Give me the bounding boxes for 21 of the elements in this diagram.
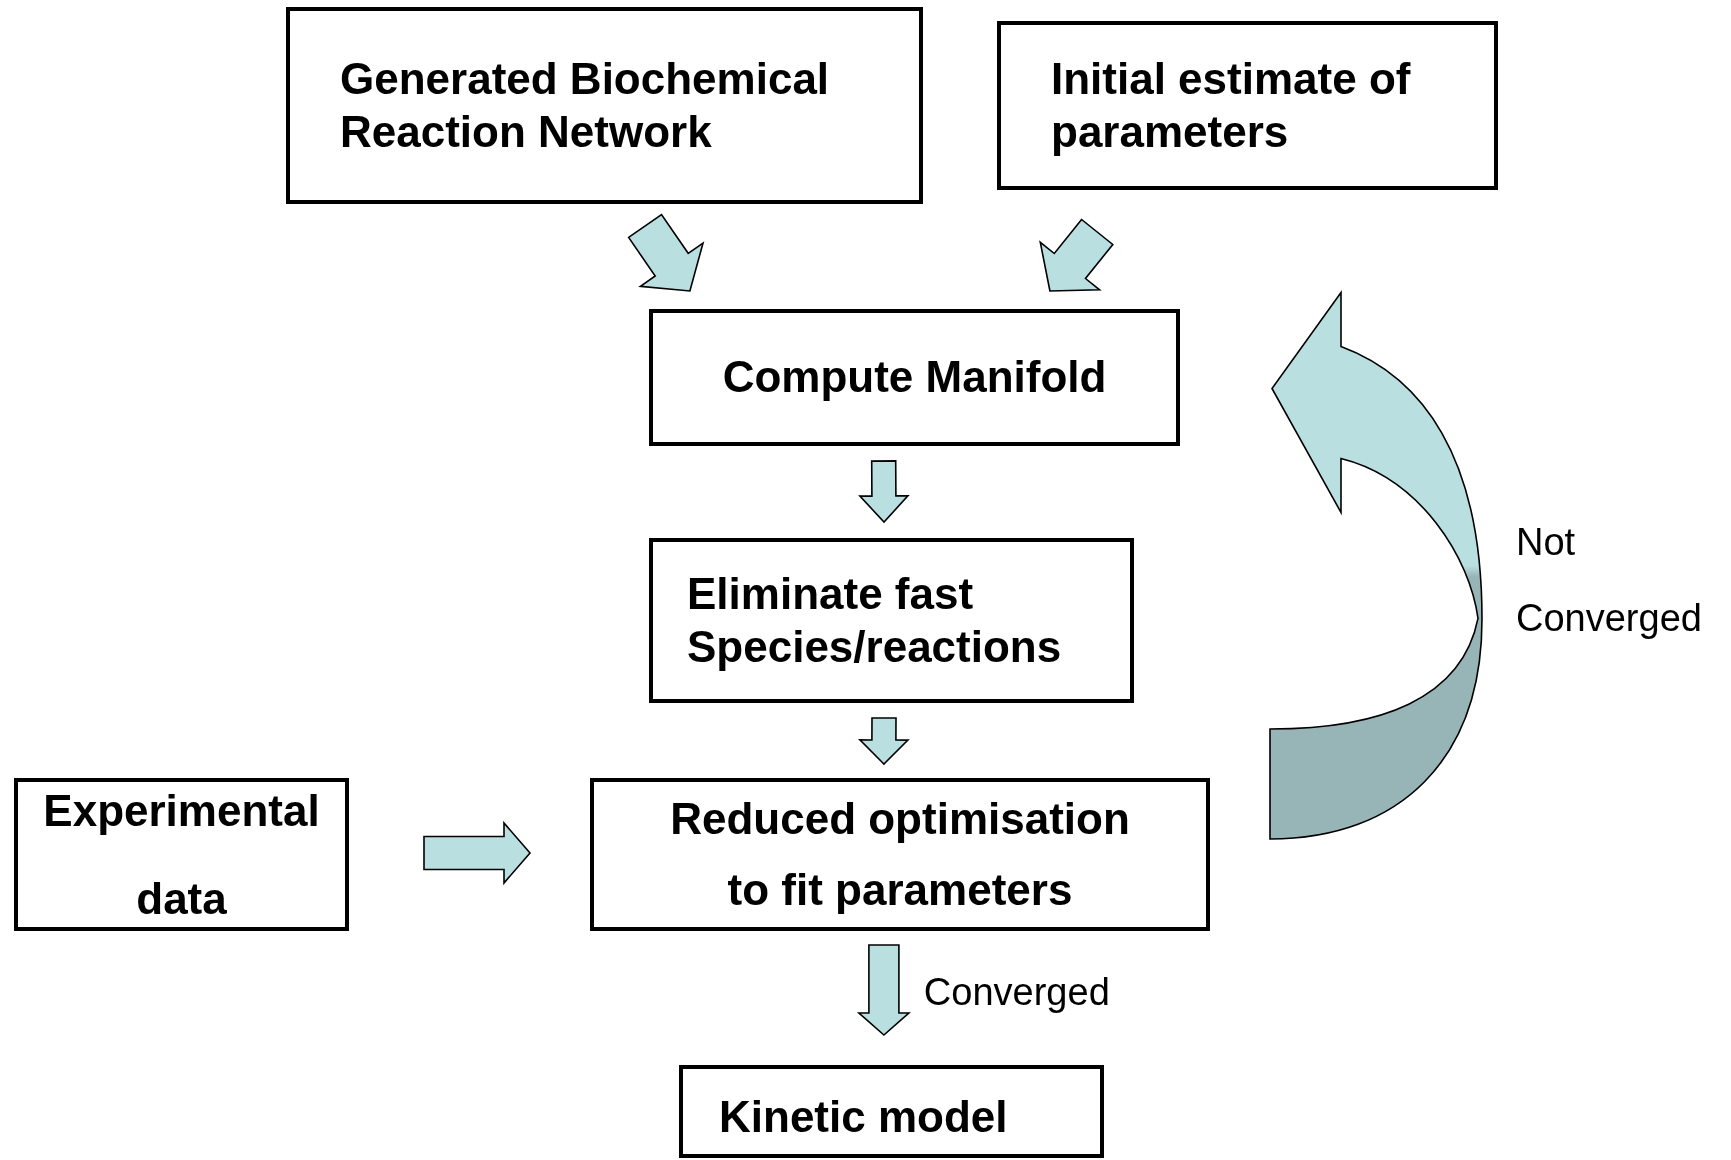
block-arrow <box>857 717 910 766</box>
block-arrow <box>423 820 532 886</box>
process-box <box>679 1065 1104 1158</box>
process-box <box>649 309 1180 446</box>
process-box <box>997 21 1498 190</box>
box-label: Compute Manifold <box>721 351 1108 404</box>
block-arrow <box>856 944 912 1037</box>
block-arrow <box>627 213 705 292</box>
box-label: Initial estimate of parameters <box>1051 52 1412 158</box>
block-arrow <box>858 460 910 524</box>
box-label: Reduced optimisation to fit parameters <box>669 793 1131 916</box>
box-label: Experimental data <box>42 784 321 925</box>
block-arrow <box>1039 218 1114 292</box>
box-label: Generated Biochemical Reaction Network <box>340 52 831 158</box>
box-label: Kinetic model <box>719 1091 1009 1143</box>
box-label: Eliminate fast Species/reactions <box>687 567 1063 673</box>
block-arrow <box>1269 291 1483 840</box>
process-box <box>649 538 1134 703</box>
process-box <box>286 7 923 204</box>
process-box <box>14 778 349 931</box>
process-box <box>590 778 1210 931</box>
